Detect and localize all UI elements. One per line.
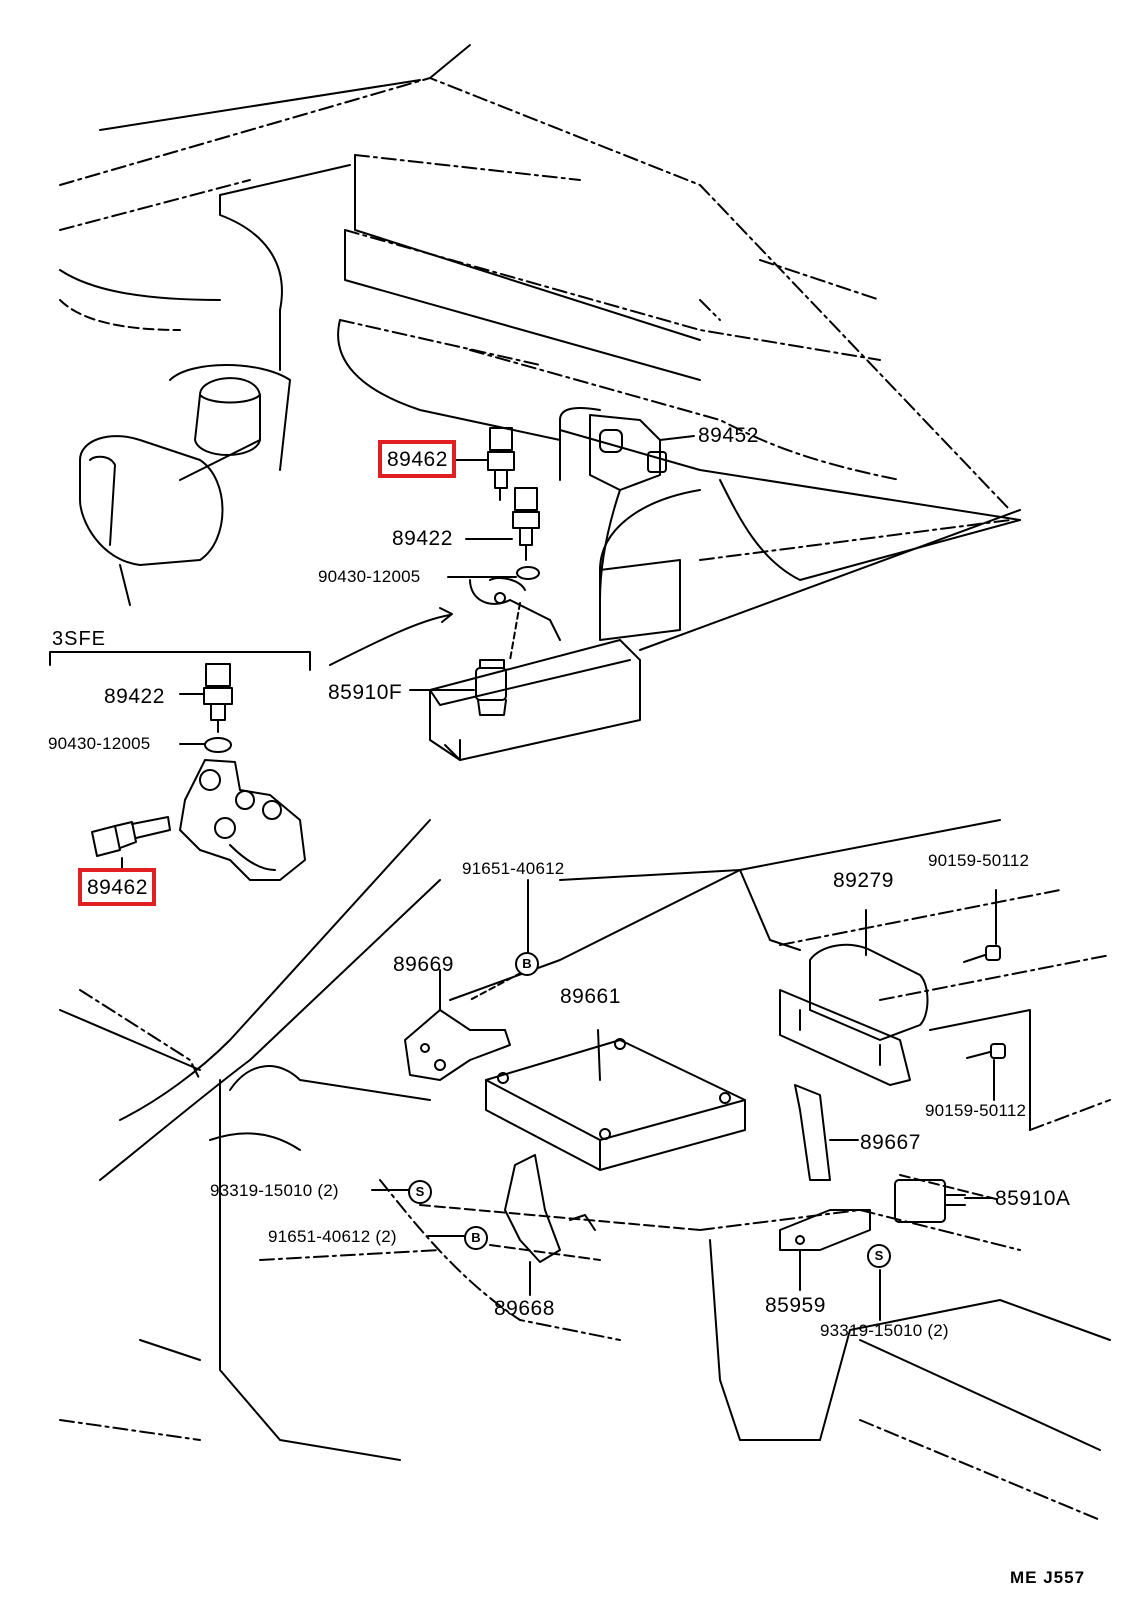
- part-callout-89279[interactable]: 89279: [833, 869, 894, 892]
- part-callout-89669[interactable]: 89669: [393, 953, 454, 976]
- part-callout-89667[interactable]: 89667: [860, 1131, 921, 1154]
- part-callout-85910f[interactable]: 85910F: [328, 681, 403, 704]
- page-code: ME J557: [1010, 1568, 1086, 1587]
- part-callout-91651-40612-bottom[interactable]: 91651-40612 (2): [268, 1227, 397, 1246]
- part-callout-89668[interactable]: 89668: [494, 1297, 555, 1320]
- engine-variant-label: 3SFE: [52, 628, 107, 650]
- part-callout-90430-12005-upper[interactable]: 90430-12005: [318, 567, 421, 586]
- marker-b-circle: B: [515, 952, 539, 976]
- 3sfe-inset: [49, 651, 311, 881]
- part-callout-89422-3sfe[interactable]: 89422: [104, 685, 165, 708]
- ecu-area-outline: [59, 819, 1111, 1521]
- part-callout-85959[interactable]: 85959: [765, 1294, 826, 1317]
- part-callout-89462-upper[interactable]: 89462: [378, 440, 456, 478]
- part-callout-91651-40612[interactable]: 91651-40612: [462, 859, 565, 878]
- part-callout-93319-15010-right[interactable]: 93319-15010 (2): [820, 1321, 949, 1340]
- part-callout-90159-50112-upper[interactable]: 90159-50112: [928, 851, 1030, 870]
- part-callout-89462-3sfe[interactable]: 89462: [78, 868, 156, 906]
- part-callout-89661[interactable]: 89661: [560, 985, 621, 1008]
- marker-s-circle: S: [867, 1244, 891, 1268]
- marker-b-circle: B: [464, 1226, 488, 1250]
- part-callout-89452[interactable]: 89452: [698, 424, 759, 447]
- part-callout-89422-upper[interactable]: 89422: [392, 527, 453, 550]
- part-callout-90430-12005-3sfe[interactable]: 90430-12005: [48, 734, 151, 753]
- engine-bay-outline: [59, 44, 1021, 761]
- part-callout-85910a[interactable]: 85910A: [995, 1187, 1071, 1210]
- part-callout-93319-15010-left[interactable]: 93319-15010 (2): [210, 1181, 339, 1200]
- marker-s-circle: S: [408, 1180, 432, 1204]
- part-callout-90159-50112-lower[interactable]: 90159-50112: [925, 1101, 1027, 1120]
